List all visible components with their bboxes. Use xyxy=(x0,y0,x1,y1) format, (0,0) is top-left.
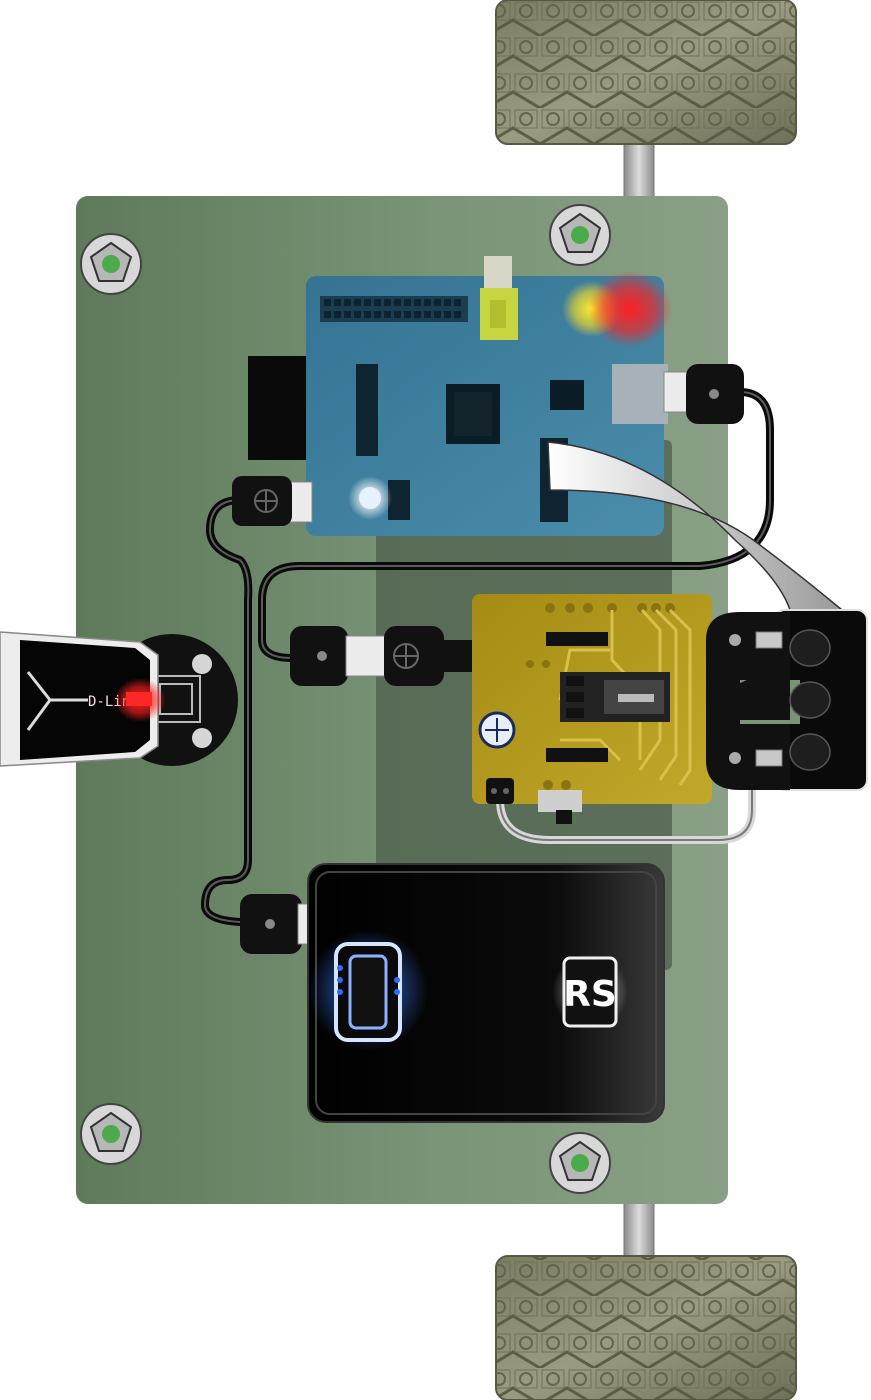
motor-controller-board xyxy=(472,594,712,824)
rear-axle xyxy=(624,1195,654,1265)
screw-icon xyxy=(550,1133,610,1193)
screw-icon xyxy=(81,234,141,294)
rear-tire-icon xyxy=(496,1256,796,1400)
audio-jack-block xyxy=(248,356,306,460)
screw-icon xyxy=(550,205,610,265)
screw-icon xyxy=(81,1104,141,1164)
usb-plug-icon xyxy=(232,476,312,526)
motor-clamp xyxy=(706,610,867,790)
wifi-dongle: D-Link xyxy=(0,632,238,766)
power-bank: RS xyxy=(308,864,664,1122)
led-icon xyxy=(588,271,672,347)
power-bank-brand-label: RS xyxy=(563,974,617,1015)
front-tire-icon xyxy=(496,0,796,144)
